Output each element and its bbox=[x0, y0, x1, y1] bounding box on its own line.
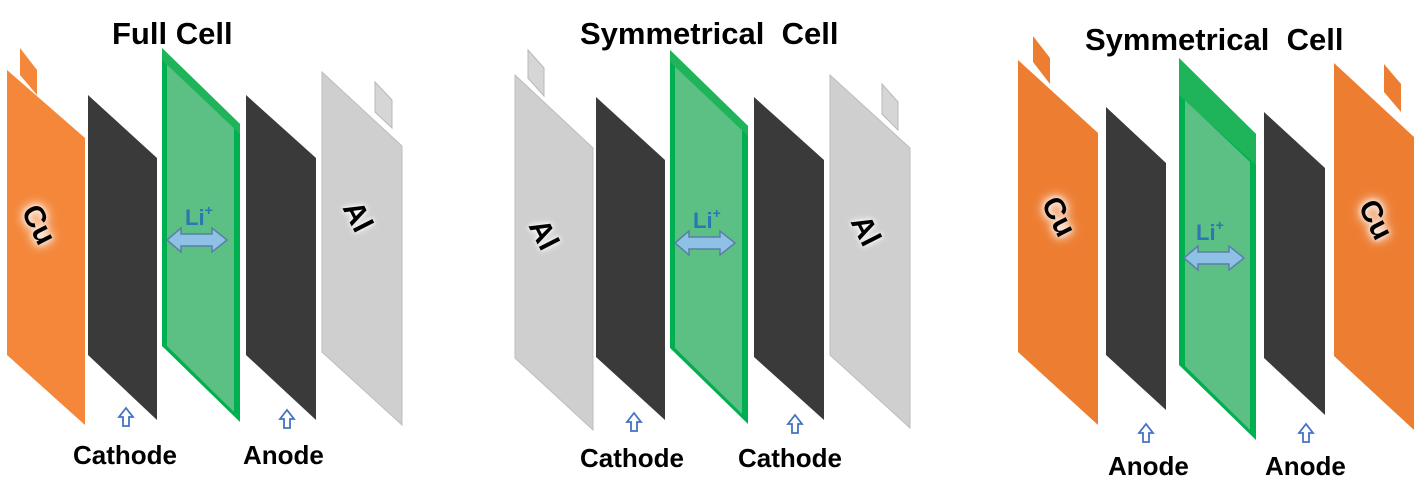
full-cell-diagram bbox=[7, 48, 403, 429]
ion-label: Li+ bbox=[1196, 217, 1224, 245]
ion-double-arrow bbox=[165, 226, 229, 254]
ion-double-arrow bbox=[1182, 244, 1246, 272]
left-electrode-label: Cathode bbox=[580, 443, 684, 473]
anode-plate-left bbox=[1106, 107, 1166, 410]
anode-plate-right bbox=[1264, 112, 1325, 415]
right-electrode-label: Anode bbox=[243, 440, 324, 470]
cu-tab bbox=[20, 48, 37, 95]
cu-plate-right bbox=[1334, 63, 1414, 430]
al-tab-right bbox=[881, 82, 899, 132]
al-tab bbox=[374, 80, 393, 130]
cathode-left-pointer-arrow bbox=[625, 411, 643, 432]
al-plate-right bbox=[829, 73, 911, 430]
al-tab-left bbox=[527, 48, 545, 98]
ion-double-arrow bbox=[673, 229, 737, 257]
anode-left-pointer-arrow bbox=[1137, 422, 1155, 443]
cathode-pointer-arrow bbox=[117, 406, 135, 427]
cu-plate-left bbox=[1018, 60, 1098, 425]
left-electrode-label: Cathode bbox=[73, 440, 177, 470]
al-plate bbox=[321, 70, 403, 427]
cathode-plate bbox=[88, 95, 157, 420]
ion-label: Li+ bbox=[185, 202, 213, 230]
separator-top-bevel bbox=[1179, 58, 1256, 165]
diagram-title: Symmetrical Cell bbox=[1085, 22, 1344, 57]
separator-top-bevel bbox=[670, 50, 748, 136]
cathode-plate-left bbox=[596, 97, 665, 420]
anode-plate bbox=[246, 95, 316, 420]
cathode-plate-right bbox=[754, 97, 824, 420]
anode-pointer-arrow bbox=[278, 408, 296, 429]
anode-right-pointer-arrow bbox=[1297, 422, 1315, 443]
cu-tab-right bbox=[1384, 64, 1401, 112]
right-electrode-label: Cathode bbox=[738, 443, 842, 473]
right-electrode-label: Anode bbox=[1265, 451, 1346, 481]
cu-plate bbox=[7, 70, 85, 425]
al-plate-left bbox=[514, 73, 594, 432]
symmetrical-cell-cathode-diagram bbox=[514, 48, 911, 434]
left-electrode-label: Anode bbox=[1108, 451, 1189, 481]
diagram-title: Symmetrical Cell bbox=[580, 16, 839, 51]
separator-top-bevel bbox=[162, 48, 240, 134]
symmetrical-cell-anode-diagram bbox=[1018, 36, 1414, 443]
diagram-title: Full Cell bbox=[112, 16, 233, 51]
cu-tab-left bbox=[1033, 36, 1050, 84]
cathode-right-pointer-arrow bbox=[786, 413, 804, 434]
separator-plate bbox=[1185, 100, 1250, 430]
ion-label: Li+ bbox=[693, 205, 721, 233]
